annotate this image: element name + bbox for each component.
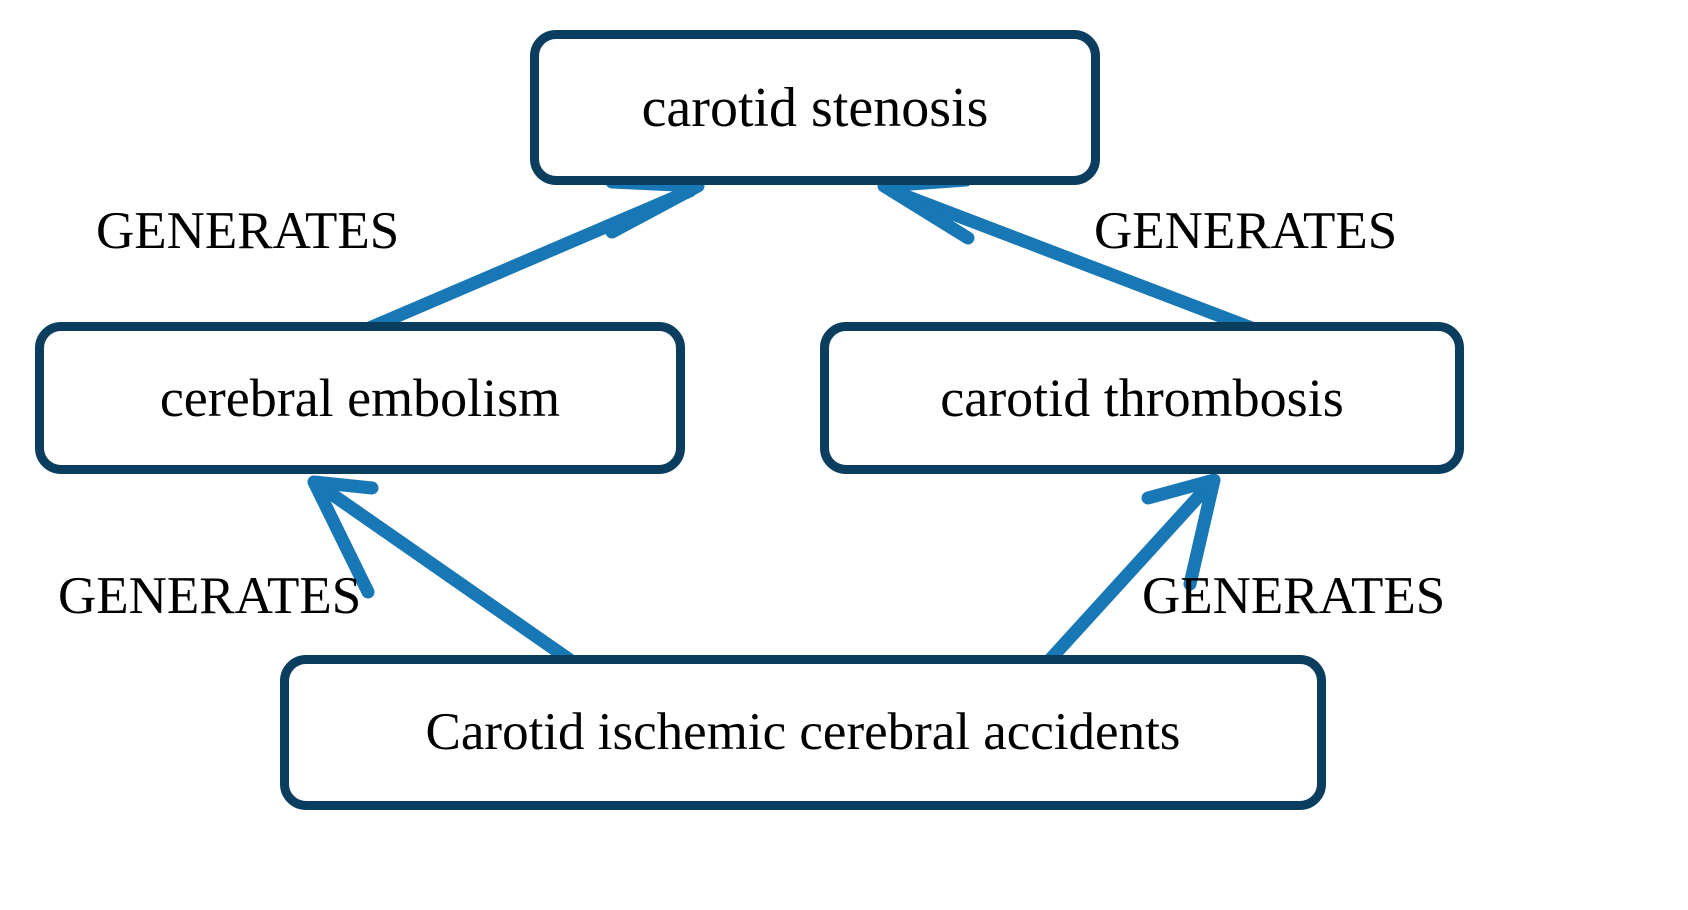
node-label: carotid stenosis [641,76,989,139]
node-carotid-ischemic[interactable]: Carotid ischemic cerebral accidents [280,655,1326,810]
edge-label-generates-bottom-right: GENERATES [1142,567,1446,625]
node-label: Carotid ischemic cerebral accidents [425,703,1181,761]
edge-label-generates-top-left: GENERATES [96,202,400,260]
node-carotid-thrombosis[interactable]: carotid thrombosis [820,322,1464,474]
edge-label-generates-top-right: GENERATES [1094,202,1398,260]
edge-label-generates-bottom-left: GENERATES [58,567,362,625]
node-carotid-stenosis[interactable]: carotid stenosis [530,30,1100,185]
node-label: cerebral embolism [159,368,561,428]
node-cerebral-embolism[interactable]: cerebral embolism [35,322,685,474]
node-label: carotid thrombosis [940,368,1344,428]
